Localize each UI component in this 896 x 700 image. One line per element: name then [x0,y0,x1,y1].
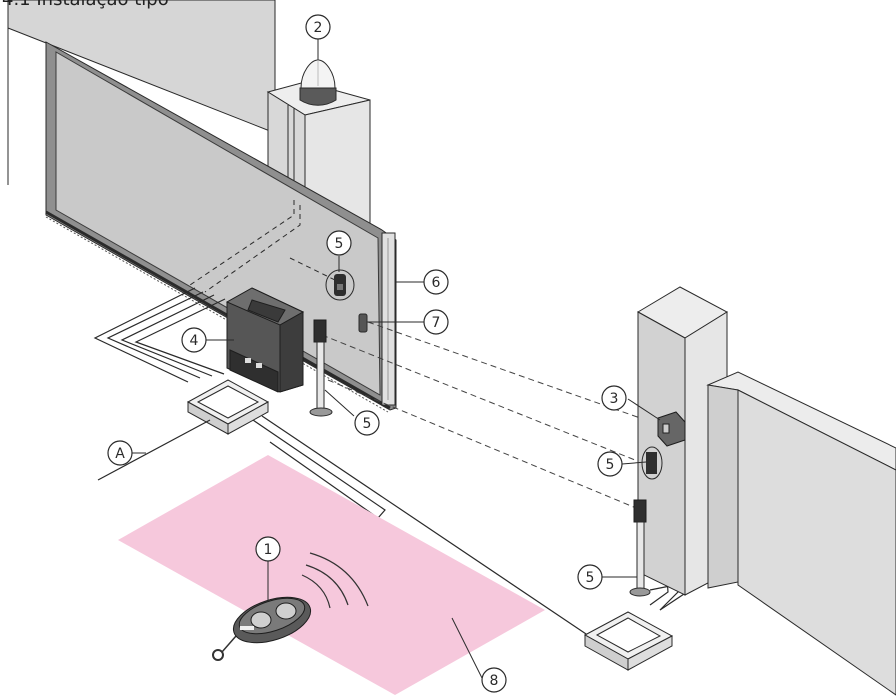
figure-caption: 4.1 Instalação tipo [2,0,169,10]
power-cable [97,419,211,481]
right-wall [706,371,896,696]
callout-A: A [115,446,125,462]
photocell-beams [321,321,661,509]
remote-control [212,596,312,661]
flashing-light [299,59,337,106]
callout-circles [107,14,627,693]
signal-waves-icon [301,552,369,609]
buried-cables [93,287,691,641]
gate-motor [225,287,305,393]
callout-leaders [132,39,661,679]
photocell-post-left [309,319,333,417]
safety-edge [381,232,396,406]
junction-box-right [583,611,674,671]
movement-zone [118,455,545,695]
callout-1: 1 [264,542,273,558]
callout-7: 7 [432,315,441,331]
photocell-post-right [629,499,651,597]
cable-conduits [189,200,336,293]
callout-4: 4 [190,333,199,349]
photocell-gate-upper [325,269,355,301]
callout-5d: 5 [586,570,595,586]
callout-5b: 5 [363,416,372,432]
callout-5c: 5 [606,457,615,473]
callout-8: 8 [490,673,499,689]
right-pillar [636,286,729,596]
callout-6: 6 [432,275,441,291]
callout-5a: 5 [335,236,344,252]
callout-labels: 2 4 5 5 6 7 3 5 5 1 8 A [115,20,618,689]
limit-stop [358,313,368,333]
callout-2: 2 [314,20,323,36]
key-selector [657,411,686,447]
callout-3: 3 [610,391,619,407]
photocell-pillar-right [641,446,663,480]
junction-box-left [186,379,270,435]
